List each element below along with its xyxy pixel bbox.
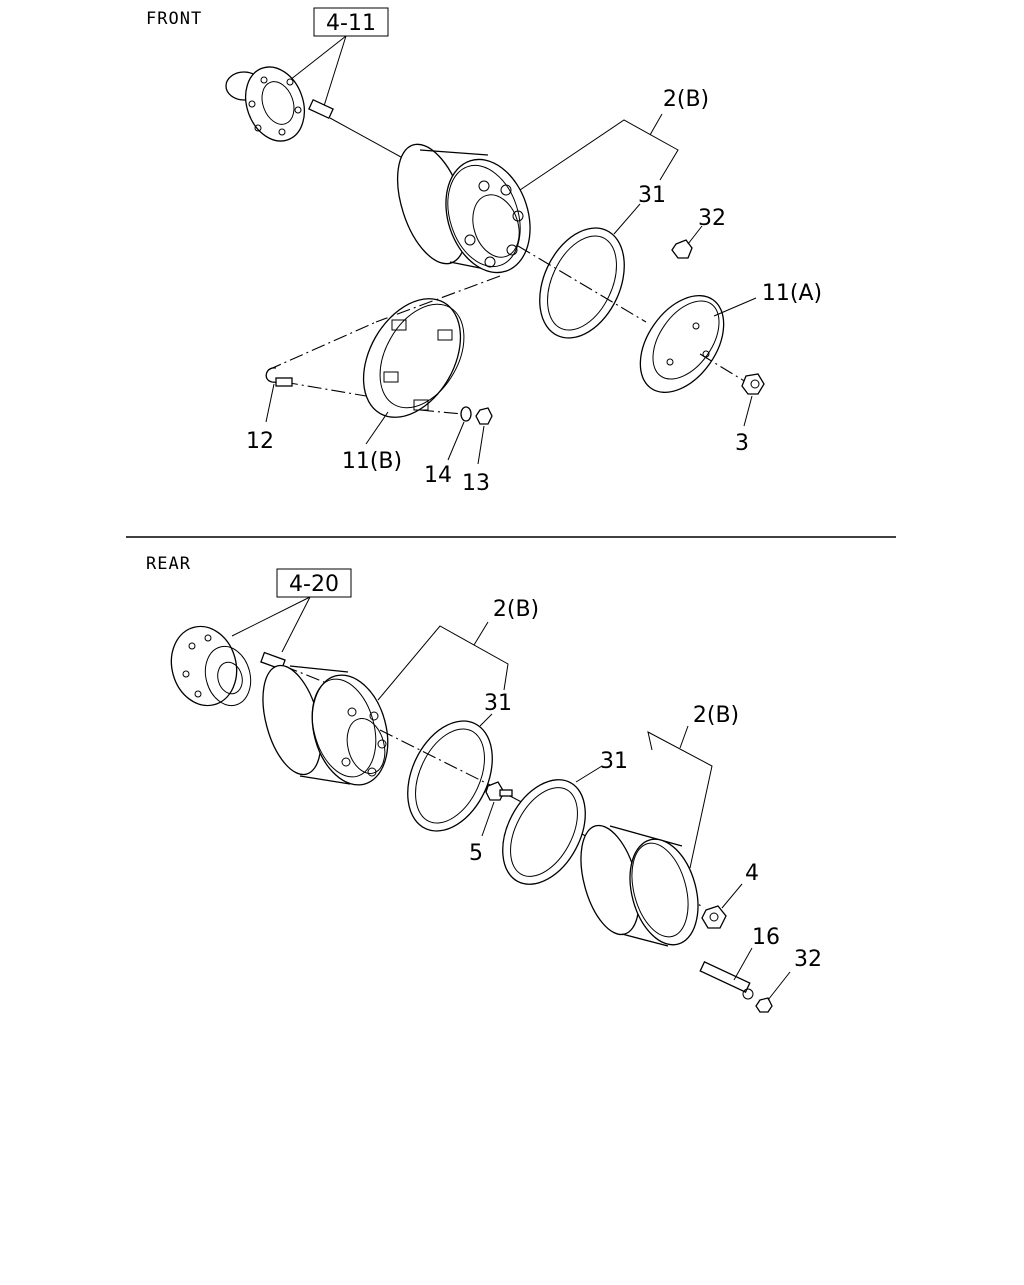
front-cover-b bbox=[362, 298, 465, 418]
rear-hub bbox=[170, 625, 252, 707]
rear-outer-ring bbox=[502, 779, 586, 885]
rear-ref-box-label: 4-20 bbox=[289, 572, 339, 597]
front-bolt-label: 12 bbox=[246, 429, 274, 454]
rear-inner-ring-label: 31 bbox=[484, 691, 512, 716]
front-nut-b bbox=[475, 407, 493, 425]
front-title: FRONT bbox=[146, 9, 202, 29]
rear-bolt bbox=[485, 781, 513, 801]
front-hub bbox=[225, 66, 305, 142]
rear-inner-ring bbox=[407, 720, 493, 832]
front-stud bbox=[308, 98, 411, 163]
rear-stud-label: 5 bbox=[469, 841, 483, 866]
front-ref-box[interactable]: 4-11 bbox=[313, 7, 389, 37]
rear-outer-wheel-label: 2(B) bbox=[693, 703, 739, 728]
front-ref-box-label: 4-11 bbox=[326, 11, 376, 36]
rear-ref-box[interactable]: 4-20 bbox=[276, 568, 352, 598]
rear-section: REAR 4-20 bbox=[146, 554, 822, 1013]
front-ring-label: 31 bbox=[638, 183, 666, 208]
rear-extension bbox=[699, 961, 754, 1000]
front-wheel bbox=[396, 143, 531, 274]
rear-nut-label: 4 bbox=[745, 861, 759, 886]
front-section: FRONT 4-11 bbox=[146, 7, 822, 496]
front-nut-b-label: 13 bbox=[462, 471, 490, 496]
rear-outer-ring-label: 31 bbox=[600, 749, 628, 774]
rear-inner-wheel-label: 2(B) bbox=[493, 597, 539, 622]
rear-extension-label: 16 bbox=[752, 925, 780, 950]
rear-nut-small bbox=[755, 997, 773, 1013]
front-bolt bbox=[265, 367, 293, 387]
front-cover-a bbox=[639, 295, 725, 393]
front-nut bbox=[699, 353, 765, 395]
front-wheel-label: 2(B) bbox=[663, 87, 709, 112]
front-nut-label: 3 bbox=[735, 431, 749, 456]
rear-inner-wheel bbox=[262, 664, 389, 786]
rear-outer-wheel bbox=[580, 824, 699, 947]
front-cover-b-label: 11(B) bbox=[342, 449, 402, 474]
front-washer bbox=[460, 406, 472, 422]
front-ring bbox=[539, 227, 625, 339]
front-nut-small-label: 32 bbox=[698, 206, 726, 231]
rear-nut bbox=[701, 905, 727, 929]
front-washer-label: 14 bbox=[424, 463, 452, 488]
front-nut-small bbox=[671, 239, 693, 259]
front-cover-a-label: 11(A) bbox=[762, 281, 822, 306]
rear-nut-small-label: 32 bbox=[794, 947, 822, 972]
rear-title: REAR bbox=[146, 554, 191, 574]
